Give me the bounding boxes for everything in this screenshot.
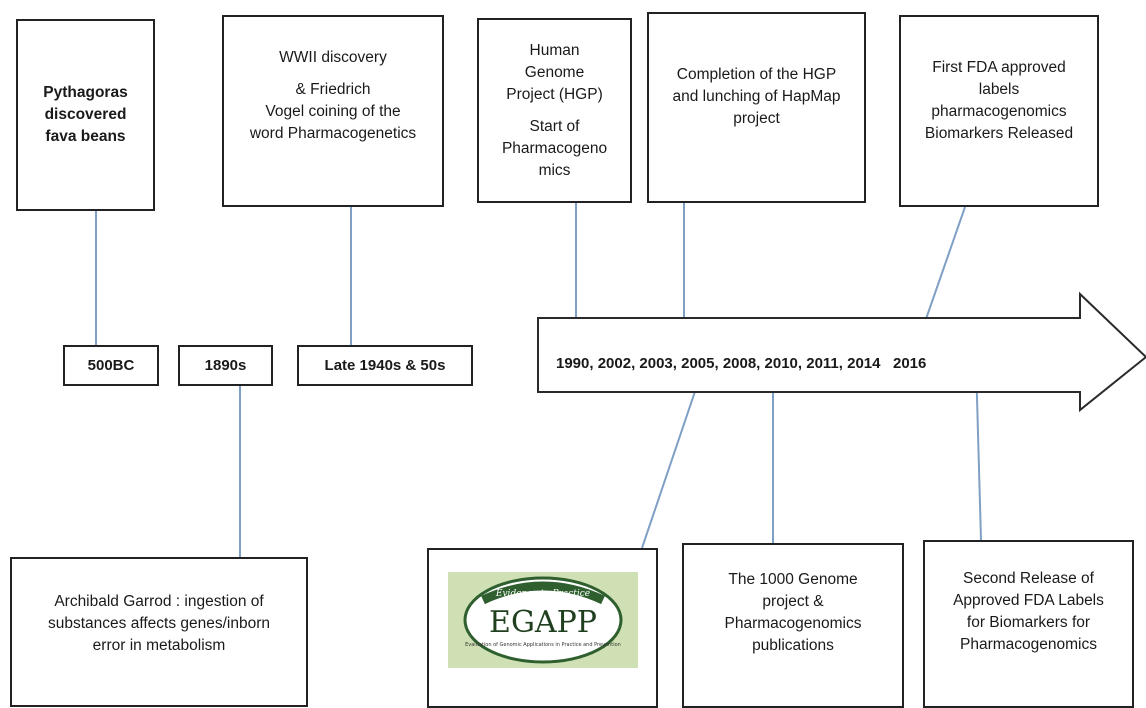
event-line: and lunching of HapMap [672,88,841,105]
event-line: for Biomarkers for [966,614,1091,631]
event-line: error in metabolism [92,637,226,654]
event-line: Archibald Garrod : ingestion of [54,593,264,610]
event-line: word Pharmacogenetics [249,125,417,142]
event-line: Human [529,41,580,59]
event-line: Approved FDA Labels [953,592,1104,609]
event-garrod: Archibald Garrod : ingestion of substanc… [10,557,308,707]
event-line: Pythagoras [43,84,128,101]
event-line: discovered [44,106,127,123]
event-line: First FDA approved [932,59,1066,76]
date-500bc: 500BC [63,345,159,386]
event-line: Pharmacogenomics [724,615,862,632]
event-pythagoras: Pythagoras discovered fava beans [16,19,155,211]
event-line: Second Release of [963,570,1094,587]
event-line: publications [752,637,834,654]
event-line: fava beans [45,128,126,145]
event-line: & Friedrich [295,81,371,98]
event-line: project [733,110,780,127]
event-line: The 1000 Genome [728,571,858,588]
event-fda-first: First FDA approved labels pharmacogenomi… [899,15,1099,207]
event-line: Start of [529,117,580,135]
event-line: project & [762,593,824,610]
event-wwii: WWII discovery & Friedrich Vogel coining… [222,15,444,207]
event-line: pharmacogenomics [931,103,1067,120]
event-line: Genome [524,63,585,81]
date-late-1940s: Late 1940s & 50s [297,345,473,386]
event-hgp: Human Genome Project (HGP) Start of Phar… [477,18,632,203]
event-line: Vogel coining of the [265,103,401,120]
event-line: Pharmacogeno [501,139,608,157]
event-line: WWII discovery [279,49,387,66]
timeline-arrow [537,291,1146,413]
event-line: Biomarkers Released [924,125,1074,142]
event-hgp-completion: Completion of the HGP and lunching of Ha… [647,12,866,203]
event-line: Completion of the HGP [676,66,837,83]
event-line: mics [538,161,571,179]
timeline-dates-label: 1990, 2002, 2003, 2005, 2008, 2010, 2011… [556,355,927,372]
event-line: labels [978,81,1020,98]
egapp-top-text: Evidence to Practice [494,589,589,599]
event-line: Pharmacogenomics [960,636,1097,653]
event-line: Project (HGP) [506,85,603,103]
egapp-logo-graphic: Evidence to Practice EGAPP Evaluation of… [463,576,622,664]
event-1000-genome: The 1000 Genome project & Pharmacogenomi… [682,543,904,708]
event-fda-second: Second Release of Approved FDA Labels fo… [923,540,1134,708]
egapp-main-text: EGAPP [489,605,597,640]
event-line: substances affects genes/inborn [47,615,271,632]
event-egapp: Evidence to Practice EGAPP Evaluation of… [427,548,658,708]
egapp-sub-text: Evaluation of Genomic Applications in Pr… [465,642,621,648]
date-1890s: 1890s [178,345,273,386]
egapp-logo: Evidence to Practice EGAPP Evaluation of… [447,572,638,668]
